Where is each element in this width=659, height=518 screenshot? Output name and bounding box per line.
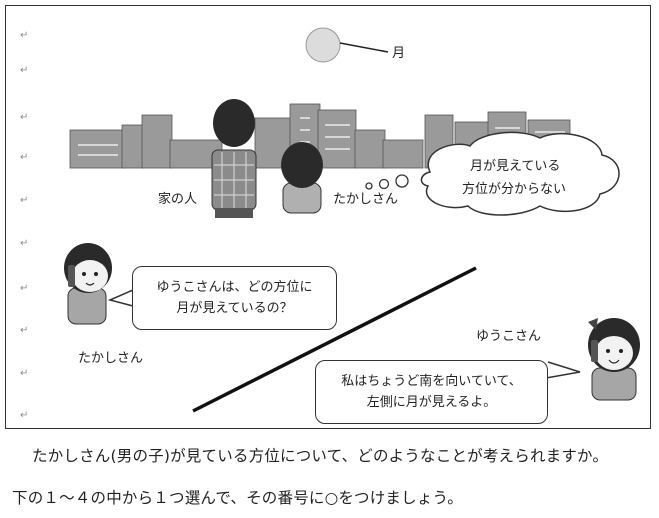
paragraph-mark: ↵ [20,368,29,379]
thought-line-1: 月が見えている [470,159,561,174]
paragraph-mark: ↵ [20,238,29,249]
paragraph-mark: ↵ [20,152,29,163]
moon-pointer-line [339,42,389,53]
paragraph-mark: ↵ [20,325,29,336]
phone-icon [591,340,598,362]
takashi-label-side: たかしさん [78,351,144,366]
paragraph-mark: ↵ [20,30,29,41]
paragraph-mark: ↵ [20,112,29,123]
takashi-speech-line-1: ゆうこさんは、どの方位に [156,280,313,295]
paragraph-mark: ↵ [20,195,29,206]
moon-icon [305,27,341,63]
speech-tail-takashi [107,289,134,307]
takashi-back-figure [281,142,323,214]
thought-line-2: 方位が分からない [462,182,567,197]
family-member-figure [211,99,257,218]
instruction-text: 下の１～４の中から１つ選んで、その番号に○をつけましょう。 [12,489,464,507]
divider-line [192,266,477,413]
yuko-speech-line-2: 左側に月が見えるよ。 [366,395,497,410]
yuko-label: ゆうこさん [476,329,542,344]
scene-illustration [64,27,640,413]
question-text: たかしさん(男の子)が見ている方位について、どのようなことが考えられますか。 [32,447,609,465]
paragraph-mark: ↵ [20,283,29,294]
takashi-speech-bubble: ゆうこさんは、どの方位に 月が見えているの？ [132,266,337,330]
family-label: 家の人 [158,192,198,207]
speech-tail-yuko [545,361,581,379]
moon-label: 月 [392,46,406,61]
yuko-speech-line-1: 私はちょうど南を向いていて、 [341,374,522,389]
takashi-front-figure [64,243,112,325]
phone-icon [68,265,75,287]
thought-cloud [420,131,620,216]
paragraph-mark: ↵ [20,65,29,76]
yuko-figure [588,318,640,401]
illustration-frame [5,5,651,429]
paragraph-mark: ↵ [20,410,29,421]
takashi-speech-line-2: 月が見えているの？ [176,301,293,316]
yuko-speech-bubble: 私はちょうど南を向いていて、 左側に月が見えるよ。 [315,360,548,424]
takashi-label-top: たかしさん [333,192,399,207]
